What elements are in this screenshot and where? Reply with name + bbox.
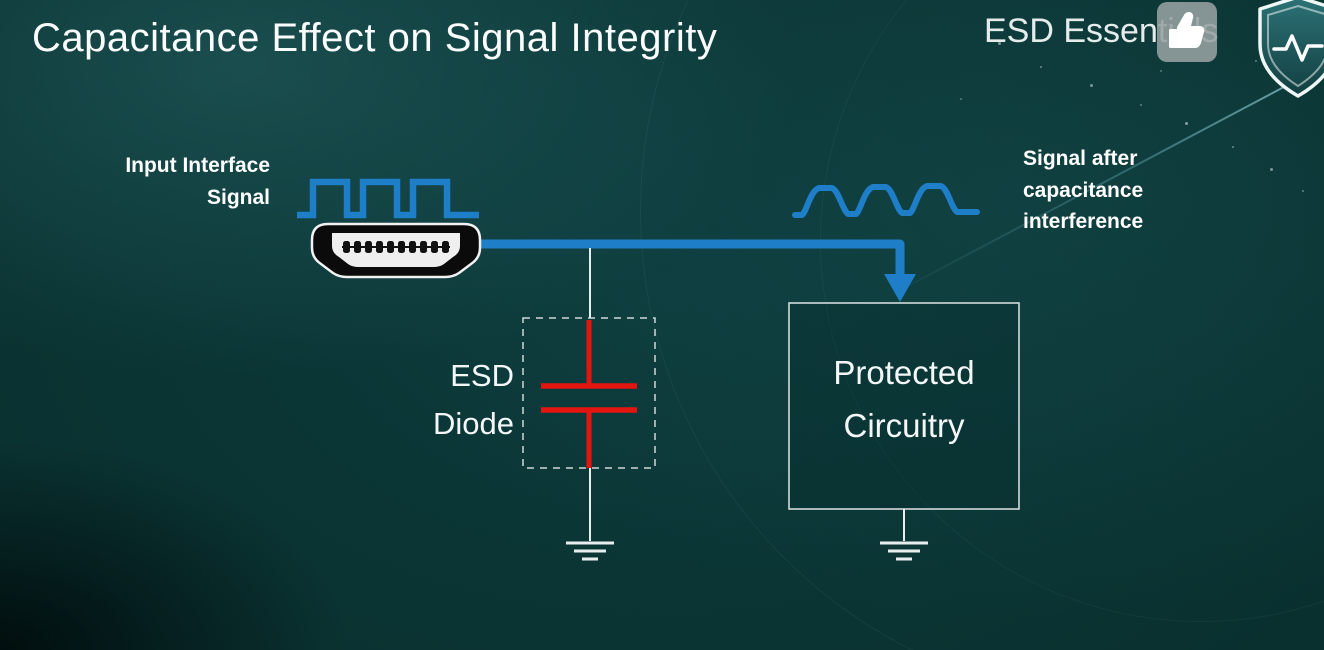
particle — [1270, 168, 1273, 171]
esd-diode-label: ESD Diode — [433, 358, 514, 442]
hdmi-pin — [431, 241, 438, 253]
shield-pulse-glyph — [1258, 0, 1324, 98]
signal-line — [481, 239, 905, 278]
thumbs-up-icon — [1157, 2, 1217, 62]
thumbs-up-glyph — [1169, 12, 1205, 48]
particle — [998, 42, 1001, 45]
ground-symbol-left — [566, 541, 614, 561]
ground-symbol-right — [880, 541, 928, 561]
input-waveform — [297, 178, 479, 219]
hdmi-pin — [409, 241, 416, 253]
hdmi-connector — [310, 222, 482, 279]
hdmi-pin — [354, 241, 361, 253]
hdmi-pin — [343, 241, 350, 253]
output-waveform — [792, 183, 980, 218]
particle — [1040, 66, 1042, 68]
particle — [1160, 70, 1162, 72]
particle — [1185, 122, 1188, 125]
page-title: Capacitance Effect on Signal Integrity — [32, 16, 718, 60]
hdmi-pin — [398, 241, 405, 253]
signal-arrowhead — [884, 274, 916, 302]
hdmi-pin — [420, 241, 427, 253]
input-signal-label: Input Interface Signal — [125, 154, 270, 209]
esd-diode-boundary — [522, 317, 656, 469]
particle — [960, 98, 962, 100]
output-signal-label: Signal after capacitance interference — [1023, 147, 1144, 233]
hdmi-pin — [376, 241, 383, 253]
protected-circuitry-label: Protected Circuitry — [833, 354, 975, 444]
hdmi-pin — [442, 241, 449, 253]
particle — [1140, 104, 1142, 106]
shield-pulse-icon — [1254, 0, 1324, 100]
particle — [1232, 146, 1234, 148]
particle — [1302, 190, 1304, 192]
capacitor-symbol — [541, 320, 637, 468]
hdmi-inner — [332, 233, 460, 267]
particle — [1255, 60, 1257, 62]
hdmi-pin — [387, 241, 394, 253]
particle — [1090, 84, 1093, 87]
hdmi-pins — [343, 241, 449, 253]
hdmi-pin — [365, 241, 372, 253]
protected-circuitry-box — [788, 302, 1020, 510]
